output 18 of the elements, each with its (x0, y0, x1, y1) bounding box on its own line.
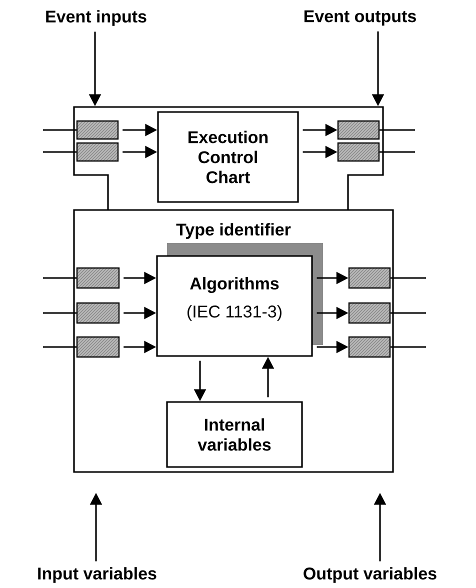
caption-label: Input variables (38, 567, 156, 583)
process-box: Execution Control Chart (157, 111, 299, 203)
connector-line (380, 129, 415, 131)
connector-line (43, 151, 76, 153)
caption-label: Event inputs (46, 10, 146, 26)
process-box: Internal variables (166, 401, 303, 468)
algorithm-box: Algorithms (IEC 1131-3) (156, 255, 313, 357)
connector-line (390, 277, 426, 279)
event-head-block (73, 106, 384, 210)
caption-label: Event outputs (304, 10, 416, 26)
connector-line (380, 151, 415, 153)
caption-label: Output variables (304, 567, 436, 583)
connector-line (43, 312, 76, 314)
connector-line (390, 312, 426, 314)
connector-line (43, 129, 76, 131)
connector-line (390, 346, 426, 348)
connector-line (43, 346, 76, 348)
connector-line (43, 277, 76, 279)
